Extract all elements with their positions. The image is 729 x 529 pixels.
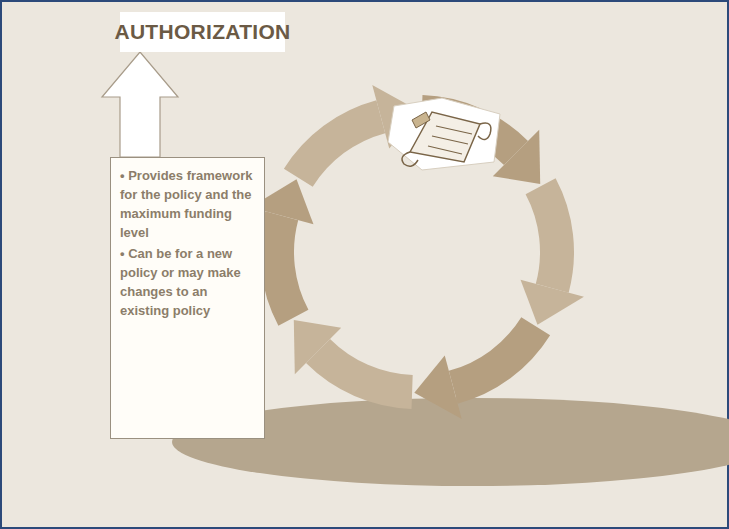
bullet-text: • Can be for a new policy or may make ch… xyxy=(120,244,258,320)
cycle-arrows xyxy=(234,75,600,428)
scroll-icon xyxy=(388,98,500,170)
block-arrow xyxy=(102,52,178,157)
title-box: AUTHORIZATION xyxy=(120,12,285,52)
title-text: AUTHORIZATION xyxy=(114,20,290,44)
note-box: • Provides framework for the policy and … xyxy=(110,157,265,439)
bullet-text: • Provides framework for the policy and … xyxy=(120,166,258,242)
